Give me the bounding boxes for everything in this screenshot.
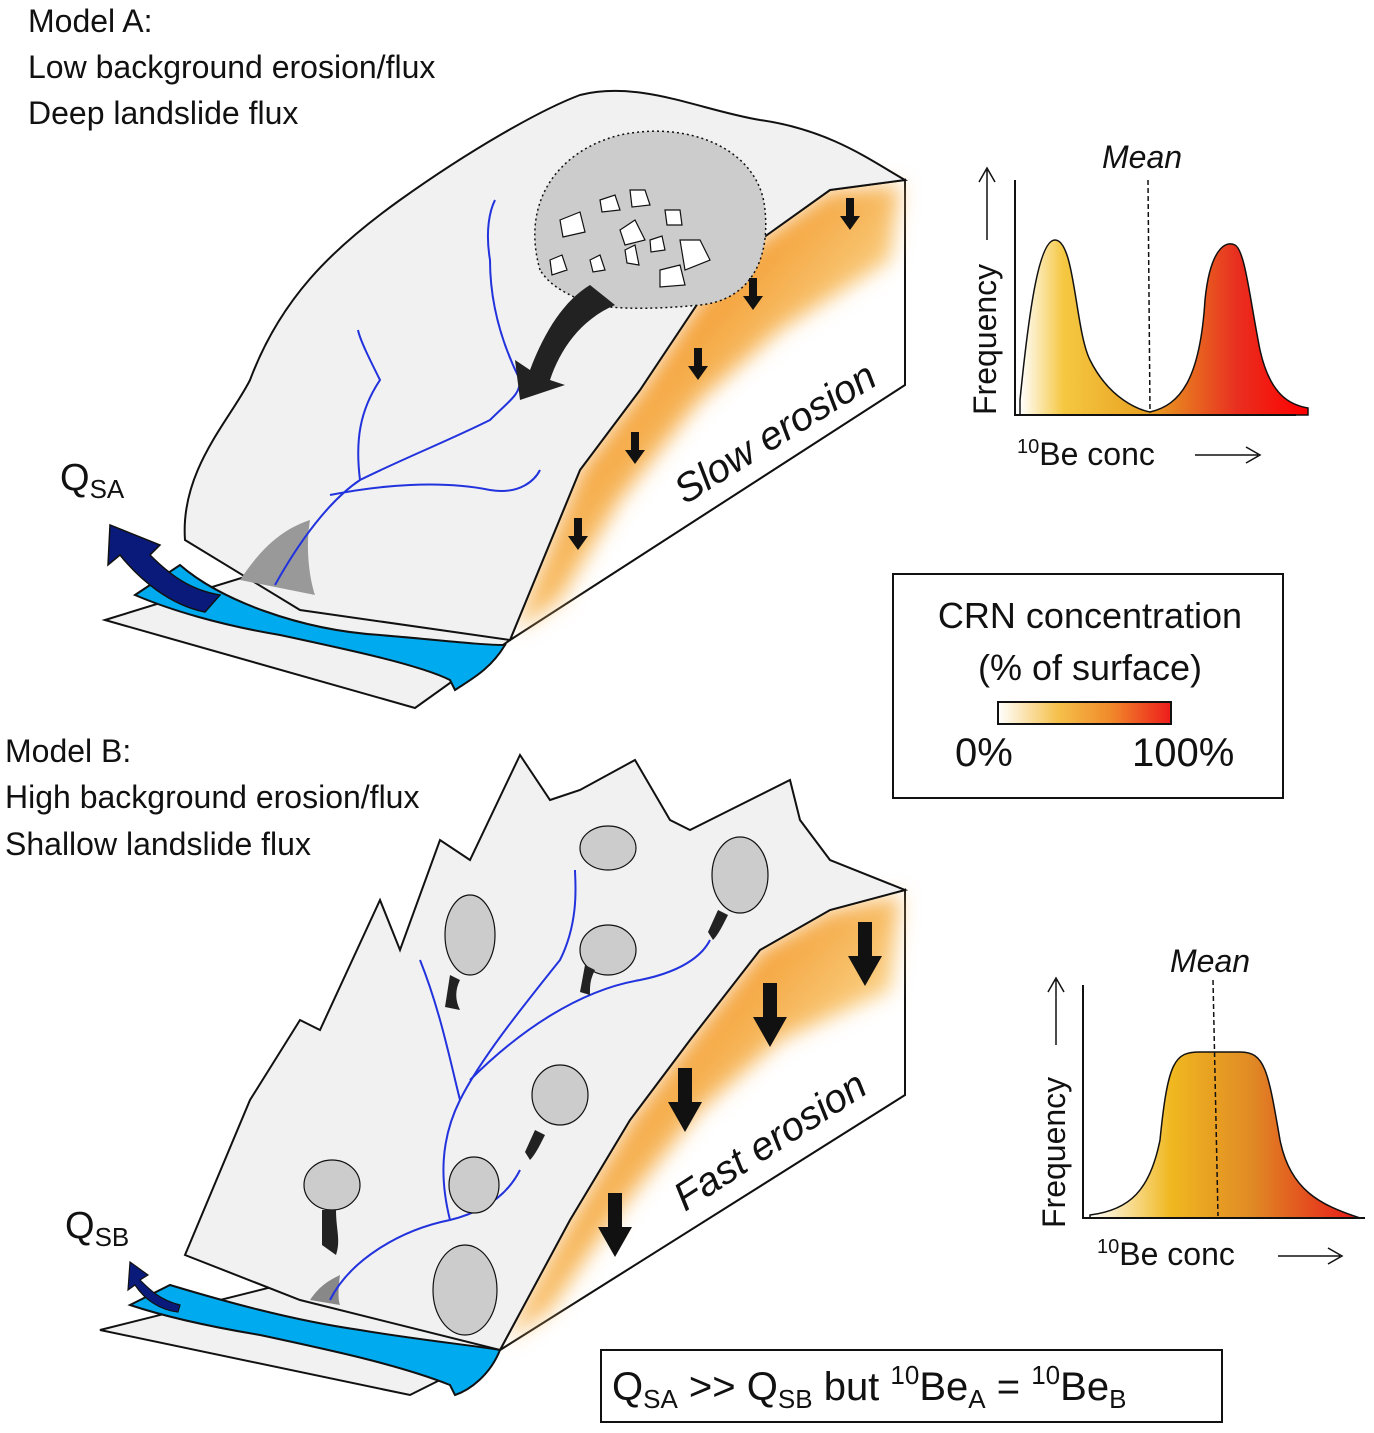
model-b-block: Fast erosion QSB bbox=[65, 752, 909, 1397]
model-b-line2: Shallow landslide flux bbox=[5, 826, 311, 862]
model-b-channels bbox=[329, 869, 711, 1301]
model-b-landslide-arrows-icon bbox=[322, 910, 728, 1255]
conclusion-text: QSA >> QSB but 10BeA = 10BeB bbox=[612, 1360, 1126, 1414]
model-b-flux-label: QSB bbox=[65, 1205, 129, 1252]
model-a-channels bbox=[274, 199, 541, 586]
model-a-erosion-arrows-icon bbox=[568, 198, 860, 550]
model-b-landslide-scars bbox=[303, 825, 769, 1336]
chart-a-mean-label: Mean bbox=[1102, 139, 1182, 175]
legend-min: 0% bbox=[955, 731, 1013, 775]
model-b-flux-arrow-icon bbox=[127, 1260, 181, 1313]
chart-b-mean-line bbox=[1212, 979, 1219, 1217]
model-a-flux-label: QSA bbox=[60, 457, 125, 504]
model-b-line1: High background erosion/flux bbox=[5, 779, 419, 815]
chart-a-distribution bbox=[1019, 239, 1309, 416]
legend-title-2: (% of surface) bbox=[978, 647, 1202, 688]
model-a-line2: Deep landslide flux bbox=[28, 95, 298, 131]
chart-a-x-arrow-icon bbox=[1195, 446, 1262, 464]
model-a-title: Model A: bbox=[28, 3, 153, 39]
legend: CRN concentration (% of surface) 0% 100% bbox=[892, 573, 1284, 799]
model-b-river bbox=[127, 1283, 502, 1397]
model-b-fan bbox=[310, 1275, 340, 1305]
chart-b-axes bbox=[1082, 985, 1365, 1219]
chart-a-xlabel: 10Be conc bbox=[1017, 436, 1155, 472]
chart-b-xlabel: 10Be conc bbox=[1097, 1236, 1235, 1272]
model-a-fan bbox=[240, 520, 315, 595]
model-a-erosion-gradient bbox=[515, 185, 900, 630]
chart-a-ylabel: Frequency bbox=[967, 264, 1003, 415]
chart-b-distribution bbox=[1089, 1051, 1361, 1219]
legend-max: 100% bbox=[1132, 731, 1234, 775]
chart-b-x-arrow-icon bbox=[1278, 1247, 1344, 1265]
model-a-line1: Low background erosion/flux bbox=[28, 49, 435, 85]
chart-a-mean-line bbox=[1147, 179, 1151, 413]
chart-b-y-arrow-icon bbox=[1047, 976, 1065, 1045]
conclusion-box: QSA >> QSB but 10BeA = 10BeB bbox=[600, 1349, 1223, 1423]
model-a-block: Slow erosion QSA bbox=[60, 89, 909, 710]
model-a-river bbox=[132, 563, 507, 692]
model-b-title: Model B: bbox=[5, 733, 131, 769]
chart-a-y-arrow-icon bbox=[978, 166, 996, 240]
chart-b-ylabel: Frequency bbox=[1036, 1077, 1072, 1228]
model-a-flux-arrow-icon bbox=[107, 523, 222, 613]
legend-title-1: CRN concentration bbox=[938, 595, 1242, 636]
model-a-landslide-arrow-icon bbox=[515, 285, 615, 400]
chart-a: Mean Frequency 10Be conc bbox=[967, 139, 1309, 472]
legend-color-ramp bbox=[997, 701, 1172, 725]
chart-a-axes bbox=[1014, 180, 1296, 416]
model-b-erosion-arrows-icon bbox=[598, 922, 882, 1257]
chart-b-mean-label: Mean bbox=[1170, 943, 1250, 979]
chart-b: Mean Frequency 10Be conc bbox=[1036, 943, 1365, 1272]
